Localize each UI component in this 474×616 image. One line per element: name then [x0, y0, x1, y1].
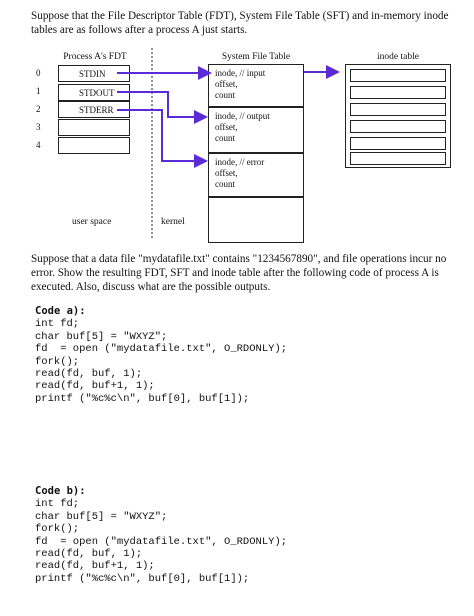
sft-entry-0: inode, // input offset, count: [208, 64, 304, 107]
stdout-arrow: [117, 91, 208, 124]
fdt-index: 1: [36, 86, 41, 96]
fdt-row-4: [58, 137, 130, 154]
user-space-label: user space: [72, 217, 112, 227]
code-line: read(fd, buf, 1);: [35, 548, 143, 561]
sft-line: inode, // input: [215, 68, 266, 78]
sft-entry-3: [208, 197, 304, 243]
sft-line: inode, // output: [215, 111, 270, 121]
fdt-row-3: [58, 119, 130, 136]
intro-text: Suppose that the File Descriptor Table (…: [31, 10, 449, 36]
code-line: fd = open ("mydatafile.txt", O_RDONLY);: [35, 535, 288, 548]
fdt-row-label: STDIN: [79, 68, 106, 79]
question-text: Suppose that a data file "mydatafile.txt…: [31, 253, 447, 293]
sft-line: offset,: [215, 168, 238, 178]
fdt-index: 2: [36, 104, 41, 114]
inode-title: inode table: [377, 52, 419, 62]
code-line: read(fd, buf+1, 1);: [35, 560, 155, 573]
sft-entry-1: inode, // output offset, count: [208, 107, 304, 153]
code-line: fork();: [35, 523, 80, 536]
fdt-index: 0: [36, 68, 41, 78]
sft-line: count: [215, 90, 235, 100]
inode-slot: [350, 120, 446, 133]
code-b-block: Code b): int fd; char buf[5] = "WXYZ"; f…: [35, 485, 287, 585]
code-line: fork();: [35, 355, 80, 368]
inode-slot: [350, 103, 446, 116]
code-b-title: Code b):: [35, 485, 86, 497]
sft-entry-2: inode, // error offset, count: [208, 153, 304, 197]
code-line: char buf[5] = "WXYZ";: [35, 510, 168, 523]
code-a-block: Code a): int fd; char buf[5] = "WXYZ"; f…: [35, 305, 287, 405]
code-line: read(fd, buf, 1);: [35, 368, 143, 381]
inode-slot: [350, 152, 446, 165]
stderr-arrow: [117, 109, 208, 168]
code-line: int fd;: [35, 498, 80, 511]
sft-title: System File Table: [221, 52, 291, 62]
code-line: printf ("%c%c\n", buf[0], buf[1]);: [35, 392, 250, 405]
fdt-title: Process A's FDT: [63, 52, 127, 62]
inode-slot: [350, 69, 446, 82]
code-line: char buf[5] = "WXYZ";: [35, 330, 168, 343]
fdt-index: 3: [36, 122, 41, 132]
code-line: int fd;: [35, 318, 80, 331]
fdt-index: 4: [36, 140, 41, 150]
code-line: read(fd, buf+1, 1);: [35, 380, 155, 393]
sft-line: inode, // error: [215, 157, 265, 167]
kernel-label: kernel: [161, 217, 185, 227]
inode-slot: [350, 137, 446, 150]
sft-line: count: [215, 179, 235, 189]
inode-table: [345, 64, 451, 168]
inode-slot: [350, 86, 446, 99]
code-line: printf ("%c%c\n", buf[0], buf[1]);: [35, 572, 250, 585]
sft-line: offset,: [215, 79, 238, 89]
sft-line: offset,: [215, 122, 238, 132]
sft-line: count: [215, 133, 235, 143]
code-line: fd = open ("mydatafile.txt", O_RDONLY);: [35, 343, 288, 356]
code-a-title: Code a):: [35, 305, 86, 317]
fdt-row-label: STDERR: [79, 104, 114, 115]
fdt-row-label: STDOUT: [79, 87, 115, 98]
